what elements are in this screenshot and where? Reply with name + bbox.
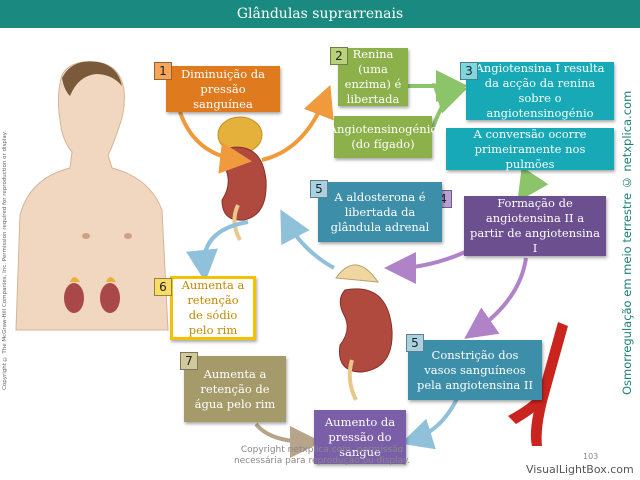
step-5-constriction-text: Constrição dos vasos sanguíneos pela ang… xyxy=(417,347,533,392)
step-4-text: Formação de angiotensina II a partir de … xyxy=(470,196,600,255)
blood-vessel xyxy=(508,322,568,446)
step-2-badge: 2 xyxy=(330,47,348,65)
watermark: VisualLightBox.com xyxy=(526,463,634,476)
step-1-box: Diminuição da pressão sanguínea xyxy=(166,66,280,112)
footer-copyright: Copyright netxplica.com, permissão neces… xyxy=(233,445,411,466)
step-4-box: Formação de angiotensina II a partir de … xyxy=(464,196,606,256)
step-2-text: Renina (uma enzima) é libertada xyxy=(344,47,402,106)
slide-title: Glândulas suprarrenais xyxy=(0,0,640,28)
step-3-badge: 3 xyxy=(460,62,478,80)
step-5-constriction-badge: 5 xyxy=(406,334,424,352)
arrow-4-to-adrenal xyxy=(384,248,471,284)
step-6-box: Aumenta a retenção de sódio pelo rim xyxy=(170,276,256,340)
step-5-aldosterone-badge: 5 xyxy=(310,180,328,198)
step-5-constriction-box: Constrição dos vasos sanguíneos pela ang… xyxy=(408,340,542,400)
side-copyright: Copyright © The McGraw-Hill Companies, I… xyxy=(2,131,8,390)
result-box: Aumento da pressão do sangue xyxy=(314,410,406,464)
step-7-box: Aumenta a retenção de água pelo rim xyxy=(184,356,286,422)
step-7-text: Aumenta a retenção de água pelo rim xyxy=(194,366,276,411)
step-6-badge: 6 xyxy=(154,278,172,296)
step-1-badge: 1 xyxy=(154,62,172,80)
step-1-text: Diminuição da pressão sanguínea xyxy=(180,66,266,111)
page-number: 103 xyxy=(583,452,599,461)
step-5-aldosterone-text: A aldosterona é libertada da glândula ad… xyxy=(330,189,430,234)
result-text: Aumento da pressão do sangue xyxy=(324,414,396,459)
angiotensinogen-text: Angiotensinogénio (do fígado) xyxy=(328,122,438,151)
side-site-credit: Osmorregulação em meio terrestre © netxp… xyxy=(620,90,634,395)
step-2-box: Renina (uma enzima) é libertada xyxy=(338,47,408,106)
arrow-adrenal-to-5 xyxy=(280,209,335,270)
conversion-box: A conversão ocorre primeiramente nos pul… xyxy=(446,126,614,171)
arrow-angiotensinogen-to-3 xyxy=(430,83,468,131)
arrow-1-to-adrenal xyxy=(178,111,252,174)
lower-kidney-adrenal xyxy=(335,264,393,401)
conversion-text: A conversão ocorre primeiramente nos pul… xyxy=(473,126,587,171)
angiotensinogen-box: Angiotensinogénio (do fígado) xyxy=(329,116,437,158)
step-3-text: Angiotensina I resulta da acção da renin… xyxy=(475,61,605,120)
step-5-aldosterone-box: A aldosterona é libertada da glândula ad… xyxy=(318,182,442,242)
arrow-5-to-6 xyxy=(186,220,249,282)
arrow-7-to-result xyxy=(254,422,322,458)
step-3-box: Angiotensina I resulta da acção da renin… xyxy=(466,61,614,120)
arrow-conversion-to-4 xyxy=(517,166,549,202)
arrow-kidney-to-renin xyxy=(261,84,334,162)
human-torso-figure xyxy=(15,61,169,331)
arrow-4-to-constriction xyxy=(464,257,528,339)
step-6-text: Aumenta a retenção de sódio pelo rim xyxy=(181,278,245,337)
step-7-badge: 7 xyxy=(180,352,198,370)
